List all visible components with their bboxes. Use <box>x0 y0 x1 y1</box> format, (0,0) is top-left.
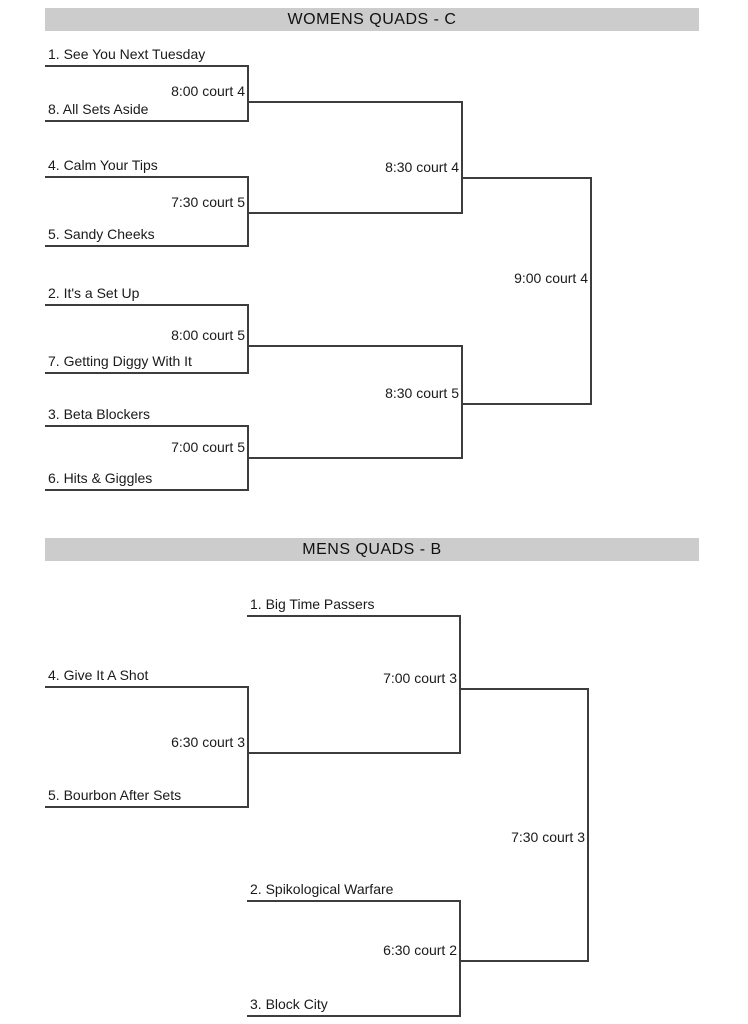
womens-team-seed4: 4. Calm Your Tips <box>48 157 158 173</box>
match-connector <box>461 345 463 459</box>
winner-line <box>460 688 589 690</box>
mens-team-seed5: 5. Bourbon After Sets <box>48 787 182 803</box>
mens-team-seed3: 3. Block City <box>250 996 328 1012</box>
mens-match1-time: 6:30 court 3 <box>171 734 245 750</box>
mens-team-seed2: 2. Spikological Warfare <box>250 881 394 897</box>
mens-semifinal2-time: 6:30 court 2 <box>383 942 457 958</box>
winner-line <box>248 212 462 214</box>
team-underline <box>45 120 248 122</box>
womens-team-seed2: 2. It's a Set Up <box>48 285 140 301</box>
match-connector <box>587 688 589 962</box>
match-connector <box>459 900 461 1017</box>
team-underline <box>45 304 248 306</box>
match-connector <box>459 615 461 754</box>
womens-match3-time: 8:00 court 5 <box>171 327 245 343</box>
team-underline <box>45 65 248 67</box>
match-connector <box>247 304 249 374</box>
womens-team-seed6: 6. Hits & Giggles <box>48 470 153 486</box>
team-underline <box>45 686 248 688</box>
team-underline <box>45 372 248 374</box>
womens-final-time: 9:00 court 4 <box>514 270 588 286</box>
winner-line <box>462 177 592 179</box>
womens-team-seed1: 1. See You Next Tuesday <box>48 46 206 62</box>
mens-final-time: 7:30 court 3 <box>511 829 585 845</box>
mens-team-seed4: 4. Give It A Shot <box>48 667 149 683</box>
team-underline <box>247 900 460 902</box>
team-underline <box>45 245 248 247</box>
winner-line <box>248 345 462 347</box>
womens-bracket-header: WOMENS QUADS - C <box>45 8 699 31</box>
team-underline <box>45 806 248 808</box>
winner-line <box>462 403 592 405</box>
team-underline <box>45 489 248 491</box>
mens-bracket-header: MENS QUADS - B <box>45 538 699 561</box>
mens-semifinal1-time: 7:00 court 3 <box>383 670 457 686</box>
womens-team-seed5: 5. Sandy Cheeks <box>48 226 155 242</box>
womens-match1-time: 8:00 court 4 <box>171 83 245 99</box>
womens-team-seed8: 8. All Sets Aside <box>48 101 149 117</box>
match-connector <box>590 177 592 405</box>
womens-team-seed7: 7. Getting Diggy With It <box>48 353 192 369</box>
match-connector <box>247 686 249 808</box>
womens-match2-time: 7:30 court 5 <box>171 194 245 210</box>
womens-match4-time: 7:00 court 5 <box>171 439 245 455</box>
womens-semifinal1-time: 8:30 court 4 <box>385 159 459 175</box>
match-connector <box>247 65 249 122</box>
winner-line <box>248 101 462 103</box>
team-underline <box>247 1015 460 1017</box>
winner-line <box>460 960 589 962</box>
womens-team-seed3: 3. Beta Blockers <box>48 406 150 422</box>
team-underline <box>45 425 248 427</box>
winner-line <box>248 457 462 459</box>
winner-line <box>248 752 460 754</box>
mens-team-seed1: 1. Big Time Passers <box>250 596 375 612</box>
match-connector <box>247 176 249 247</box>
womens-semifinal2-time: 8:30 court 5 <box>385 385 459 401</box>
match-connector <box>461 101 463 214</box>
team-underline <box>45 176 248 178</box>
womens-bracket-title: WOMENS QUADS - C <box>287 10 457 28</box>
team-underline <box>247 615 460 617</box>
mens-bracket-title: MENS QUADS - B <box>302 540 442 558</box>
